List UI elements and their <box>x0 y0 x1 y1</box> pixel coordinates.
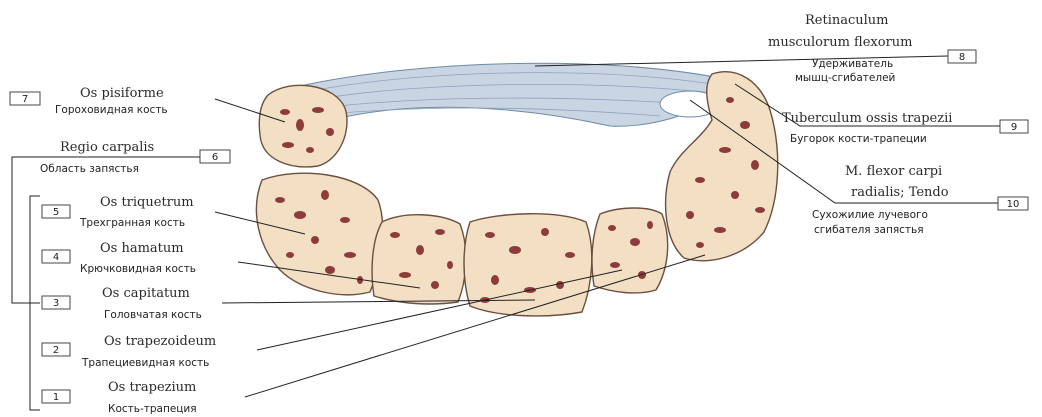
label-5-number: 5 <box>53 207 59 218</box>
label-5-latin: Os triquetrum <box>100 195 194 210</box>
label-1-latin: Os trapezium <box>108 380 196 395</box>
label-8-latin-line2: musculorum flexorum <box>768 35 913 50</box>
label-10: M. flexor carpi radialis; Tendo 10 Сухож… <box>812 164 1028 236</box>
label-4-latin: Os hamatum <box>100 241 184 256</box>
label-8-number: 8 <box>959 52 965 63</box>
label-7: 7 Os pisiforme Гороховидная кость <box>10 86 168 116</box>
label-2-russian: Трапециевидная кость <box>81 357 209 369</box>
label-1-number: 1 <box>53 392 59 403</box>
label-6-russian: Область запястья <box>40 163 139 175</box>
label-3-russian: Головчатая кость <box>104 309 202 321</box>
label-7-latin: Os pisiforme <box>80 86 164 101</box>
bone-hamatum <box>372 215 466 304</box>
label-3: 3 Os capitatum Головчатая кость <box>42 286 202 321</box>
label-4: 4 Os hamatum Крючковидная кость <box>42 241 196 275</box>
label-8-russian-line2: мышц-сгибателей <box>795 72 895 84</box>
label-5: 5 Os triquetrum Трехгранная кость <box>42 195 194 229</box>
label-6-latin: Regio carpalis <box>60 140 154 155</box>
label-5-russian: Трехгранная кость <box>79 217 185 229</box>
label-10-russian-line1: Сухожилие лучевого <box>812 209 928 221</box>
retinaculum-ligament <box>300 63 720 126</box>
label-1-russian: Кость-трапеция <box>108 403 197 415</box>
label-8-russian-line1: Удерживатель <box>812 58 893 70</box>
label-8-latin-line1: Retinaculum <box>805 13 889 28</box>
label-4-number: 4 <box>53 252 59 263</box>
label-9-latin: Tuberculum ossis trapezii <box>782 111 952 126</box>
label-10-latin-line1: M. flexor carpi <box>845 164 942 179</box>
label-7-russian: Гороховидная кость <box>55 104 168 116</box>
label-10-latin-line2: radialis; Tendo <box>851 185 949 200</box>
label-10-number: 10 <box>1007 199 1020 210</box>
label-7-number: 7 <box>22 94 28 105</box>
bone-trapezoideum <box>592 208 668 293</box>
label-2: 2 Os trapezoideum Трапециевидная кость <box>42 334 216 369</box>
label-9: Tuberculum ossis trapezii 9 Бугорок кост… <box>782 111 1028 145</box>
label-9-number: 9 <box>1011 122 1017 133</box>
bone-triquetrum <box>256 173 382 295</box>
label-8: Retinaculum musculorum flexorum 8 Удержи… <box>768 13 976 84</box>
label-2-latin: Os trapezoideum <box>104 334 216 349</box>
label-3-number: 3 <box>53 298 59 309</box>
label-2-number: 2 <box>53 345 59 356</box>
label-9-russian: Бугорок кости-трапеции <box>790 133 927 145</box>
label-1: 1 Os trapezium Кость-трапеция <box>42 380 197 415</box>
label-3-latin: Os capitatum <box>102 286 190 301</box>
label-10-russian-line2: сгибателя запястья <box>814 224 924 236</box>
label-4-russian: Крючковидная кость <box>80 263 196 275</box>
label-6-number: 6 <box>212 152 218 163</box>
